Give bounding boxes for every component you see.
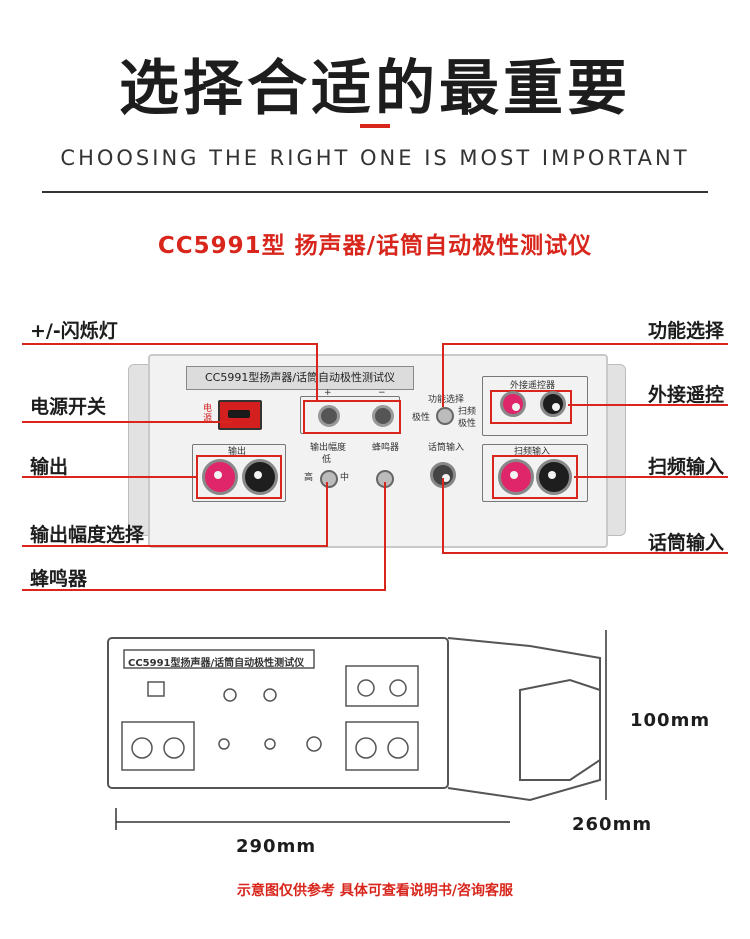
sweep-input-group — [482, 444, 588, 502]
power-switch[interactable] — [218, 400, 262, 430]
leader-buzzer-rise — [384, 482, 386, 591]
sweep-input-jack-black[interactable] — [536, 459, 572, 495]
drawing-model-label: CC5991型扬声器/话筒自动极性测试仪 — [128, 658, 305, 669]
page-title: 选择合适的最重要 — [119, 54, 631, 124]
mic-input-label: 话筒输入 — [428, 443, 465, 453]
callout-power: 电源开关 — [30, 396, 107, 418]
title-divider-accent — [360, 124, 390, 128]
leader-amp-rise — [326, 482, 328, 547]
remote-jack-black[interactable] — [540, 391, 566, 417]
power-label: 电源 — [203, 404, 213, 424]
leader-power — [22, 421, 232, 423]
function-select-toggle[interactable] — [436, 407, 454, 425]
output-jack-red[interactable] — [202, 459, 238, 495]
callout-buzzer: 蜂鸣器 — [30, 568, 88, 590]
leader-sweep — [574, 476, 728, 478]
sweep-label: 扫频 — [458, 407, 477, 417]
led-minus-indicator — [372, 405, 394, 427]
remote-label: 外接遥控器 — [510, 381, 556, 391]
leader-function-drop — [442, 343, 444, 407]
remote-group — [482, 376, 588, 436]
buzzer-label: 蜂鸣器 — [372, 443, 400, 453]
amp-high-label: 高 — [304, 473, 314, 483]
polarity-label: 极性 — [412, 413, 431, 423]
panel-model-label: CC5991型扬声器/话筒自动极性测试仪 — [186, 366, 414, 390]
section-divider — [42, 191, 708, 193]
led-minus-label: − — [378, 388, 386, 398]
dimension-width: 290mm — [236, 836, 317, 857]
callout-led: +/-闪烁灯 — [30, 320, 118, 342]
amp-select-toggle[interactable] — [320, 470, 338, 488]
leader-amp — [22, 545, 328, 547]
output-panel-label: 输出 — [228, 447, 247, 457]
device-line-drawing — [107, 630, 607, 830]
page-subtitle-english: CHOOSING THE RIGHT ONE IS MOST IMPORTANT — [60, 146, 690, 170]
callout-remote: 外接遥控 — [647, 384, 724, 406]
product-name: CC5991型 扬声器/话筒自动极性测试仪 — [157, 233, 593, 259]
leader-led-drop — [316, 343, 318, 400]
callout-sweep: 扫频输入 — [647, 456, 724, 478]
dimension-depth: 260mm — [572, 814, 653, 835]
callout-mic: 话筒输入 — [647, 532, 724, 554]
led-plus-indicator — [318, 405, 340, 427]
leader-led — [22, 343, 318, 345]
sweep-input-jack-red[interactable] — [498, 459, 534, 495]
amp-low-label: 低 — [322, 455, 332, 465]
leader-mic-drop — [442, 478, 444, 554]
leader-buzzer — [22, 589, 386, 591]
amp-label: 输出幅度 — [310, 443, 347, 453]
leader-output — [22, 476, 198, 478]
function-select-label: 功能选择 — [428, 395, 465, 405]
output-group — [192, 444, 286, 502]
output-jack-black[interactable] — [242, 459, 278, 495]
remote-highlight-box — [490, 390, 572, 424]
led-plus-label: + — [324, 388, 332, 398]
leader-function — [442, 343, 728, 345]
dimension-height: 100mm — [630, 710, 711, 731]
led-highlight-box — [303, 400, 401, 434]
amp-mid-label: 中 — [340, 473, 350, 483]
leader-mic — [442, 552, 728, 554]
callout-output: 输出 — [30, 456, 69, 478]
leader-remote — [568, 404, 728, 406]
callout-amp: 输出幅度选择 — [30, 524, 145, 546]
sweep-input-label: 扫频输入 — [514, 447, 551, 457]
callout-function: 功能选择 — [647, 320, 724, 342]
polarity2-label: 极性 — [458, 419, 477, 429]
footer-note: 示意图仅供参考 具体可查看说明书/咨询客服 — [237, 883, 513, 899]
remote-jack-red[interactable] — [500, 391, 526, 417]
